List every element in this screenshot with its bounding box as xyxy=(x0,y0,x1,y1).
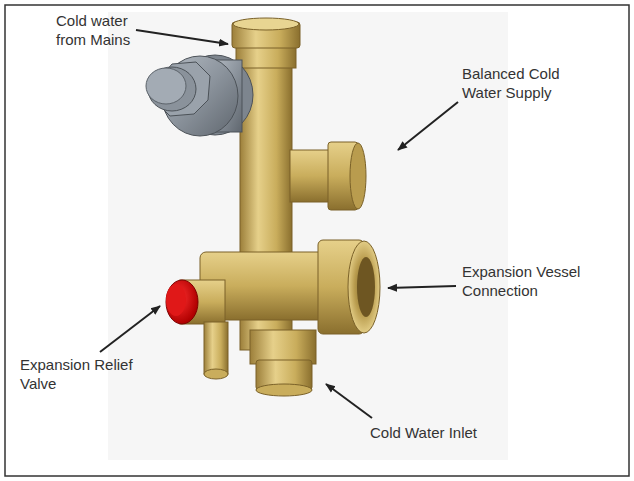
callout-label: Expansion Vessel Connection xyxy=(462,262,597,300)
callout-label: Balanced Cold Water Supply xyxy=(462,64,582,102)
callout-label: Cold Water Inlet xyxy=(370,423,540,442)
callout-label: Expansion Relief Valve xyxy=(20,355,145,393)
callout-label: Cold water from Mains xyxy=(56,11,151,49)
